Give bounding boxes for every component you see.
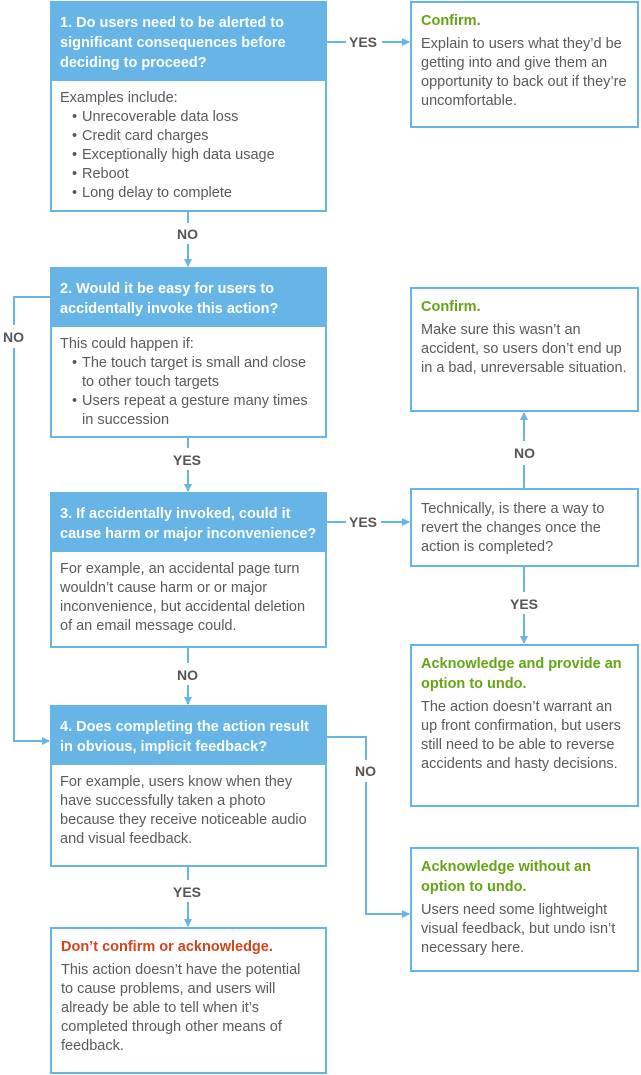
list-item: Exceptionally high data usage [72,146,317,165]
list-item: Long delay to complete [72,184,317,203]
question-2-list: The touch target is small and close to o… [60,354,317,430]
question-2-box: 2. Would it be easy for users to acciden… [50,267,327,438]
arrow-q4-no [326,736,367,760]
question-2-intro: This could happen if: [60,336,194,352]
question-3-title: 3. If accidentally invoked, could it cau… [52,494,325,552]
question-4-title: 4. Does completing the action result in … [52,707,325,765]
question-3-body: For example, an accidental page turn wou… [52,552,325,636]
question-1-title: 1. Do users need to be alerted to signif… [52,3,325,81]
arrow-q2-no [13,296,52,325]
list-item: Users repeat a gesture many times in suc… [72,392,317,430]
result-confirm-accident-text: Make sure this wasn’t an accident, so us… [421,322,627,376]
revert-question-box: Technically, is there a way to revert th… [410,488,639,567]
result-ack-no-undo-title: Acknowledge without an option to undo. [421,859,591,895]
label-q2-yes: YES [173,452,202,468]
result-ack-undo-text: The action doesn’t warrant an up front c… [421,699,621,772]
label-revert-no: NO [514,445,535,461]
question-1-body: Examples include: Unrecoverable data los… [52,81,325,203]
question-4-box: 4. Does completing the action result in … [50,705,327,867]
question-4-body: For example, users know when they have s… [52,765,325,849]
result-confirm-accident-box: Confirm. Make sure this wasn’t an accide… [410,287,639,412]
result-dont-confirm-box: Don’t confirm or acknowledge. This actio… [50,927,327,1074]
result-confirm-accident-title: Confirm. [421,299,481,315]
result-ack-no-undo-box: Acknowledge without an option to undo. U… [410,847,639,972]
question-2-title: 2. Would it be easy for users to acciden… [52,269,325,327]
result-confirm-box: Confirm. Explain to users what they’d be… [410,1,639,128]
question-1-intro: Examples include: [60,90,178,106]
label-q4-yes: YES [173,884,202,900]
result-confirm-title: Confirm. [421,13,481,29]
list-item: Reboot [72,165,317,184]
label-revert-yes: YES [510,596,539,612]
label-q3-no: NO [177,667,198,683]
label-q3-yes: YES [349,514,378,530]
result-dont-confirm-text: This action doesn’t have the potential t… [61,962,301,1054]
result-ack-undo-title: Acknowledge and provide an option to und… [421,656,622,692]
result-ack-undo-box: Acknowledge and provide an option to und… [410,644,639,807]
label-q1-no: NO [177,226,198,242]
revert-question-text: Technically, is there a way to revert th… [421,501,605,555]
list-item: Unrecoverable data loss [72,108,317,127]
result-ack-no-undo-text: Users need some lightweight visual feedb… [421,902,616,956]
question-2-body: This could happen if: The touch target i… [52,327,325,430]
question-3-box: 3. If accidentally invoked, could it cau… [50,492,327,648]
list-item: Credit card charges [72,127,317,146]
list-item: The touch target is small and close to o… [72,354,317,392]
question-4-text: For example, users know when they have s… [60,774,307,847]
question-3-text: For example, an accidental page turn wou… [60,561,306,634]
question-1-list: Unrecoverable data loss Credit card char… [60,108,317,203]
label-q2-no: NO [3,329,24,345]
result-confirm-text: Explain to users what they’d be getting … [421,36,627,109]
label-q4-no: NO [355,763,376,779]
label-q1-yes: YES [349,34,378,50]
result-dont-confirm-title: Don’t confirm or acknowledge. [61,939,273,955]
question-1-box: 1. Do users need to be alerted to signif… [50,1,327,212]
